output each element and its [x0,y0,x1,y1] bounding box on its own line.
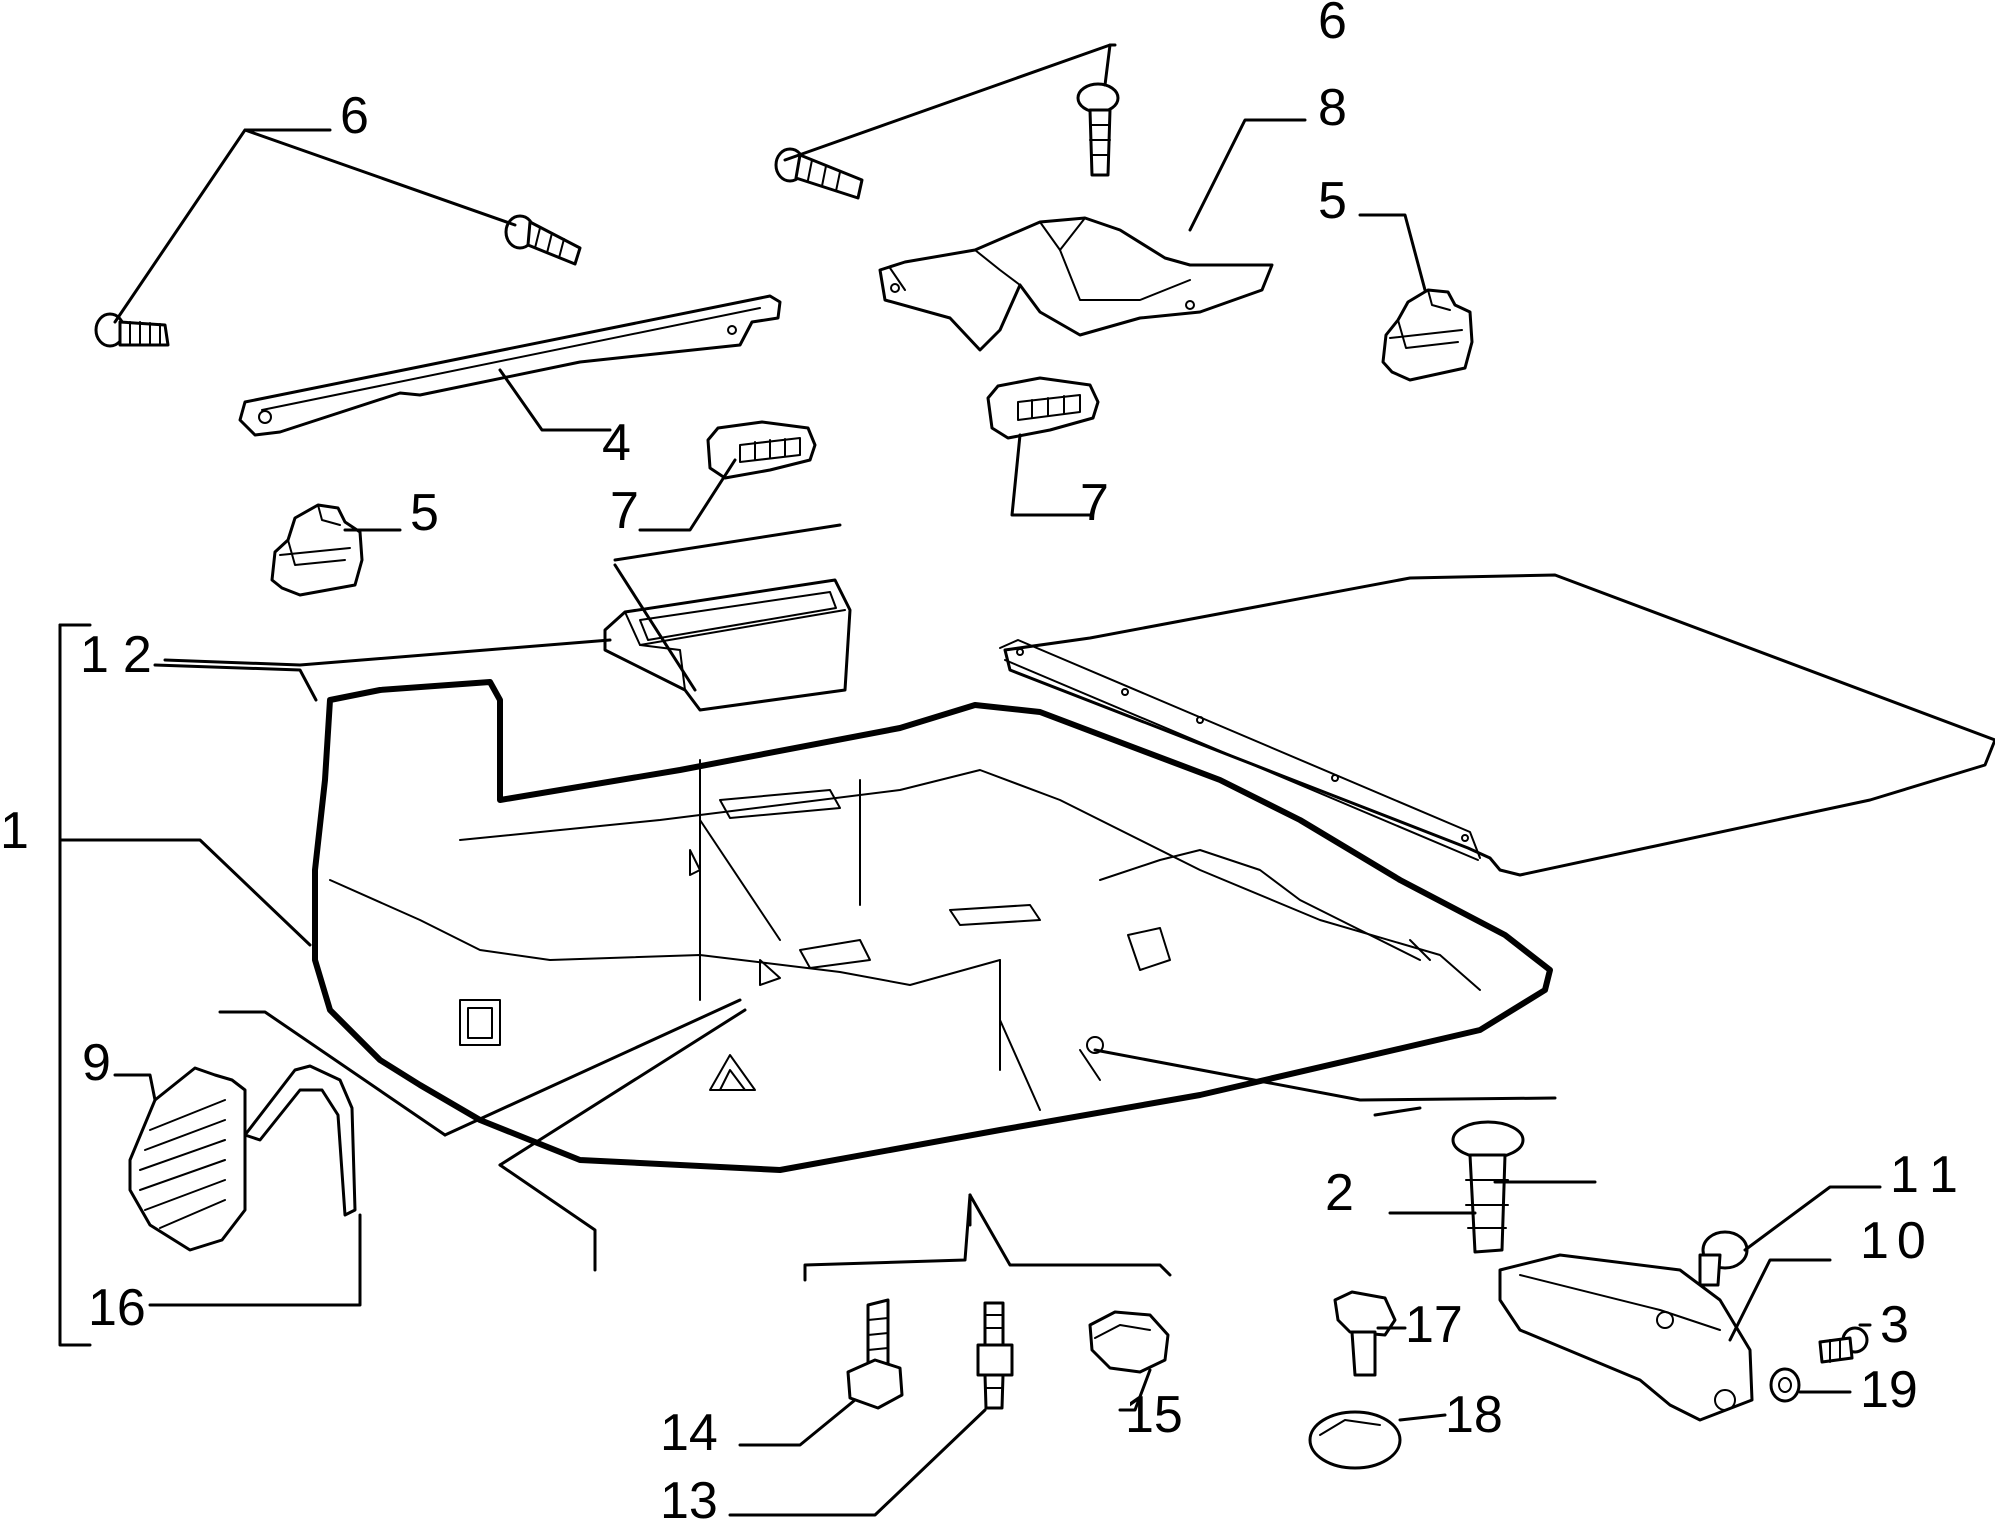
part-16-seal-strip [243,1064,357,1217]
part-5-clip-right [1381,288,1474,382]
part-8-trim-piece [878,216,1274,352]
part-19-washer [1769,1367,1801,1403]
part-9-vent-grille [128,1066,247,1252]
callout-12: 12 [80,626,166,684]
part-6-screw-3 [774,147,864,200]
callout-10: 10 [1860,1212,1934,1270]
part-15-plug-cap [1088,1310,1170,1374]
callout-14: 14 [660,1404,718,1462]
part-6-screw-1 [94,312,170,348]
callout-18: 18 [1445,1386,1503,1444]
callout-13: 13 [660,1472,718,1523]
part-2-push-pin [1451,1120,1525,1254]
callout-5-right: 5 [1318,172,1347,230]
callout-17: 17 [1405,1296,1463,1354]
callout-6-top: 6 [1318,0,1347,50]
callout-7-right: 7 [1080,474,1109,532]
callout-4: 4 [602,414,631,472]
callout-11: 11 [1890,1146,1972,1204]
callout-1: 1 [0,802,29,860]
part-7-plug-left [706,420,817,480]
part-7-plug-right [986,376,1100,440]
callout-6-left: 6 [340,87,369,145]
part-3-screw [1818,1326,1869,1364]
part-11-grommet [1698,1230,1749,1287]
callout-2: 2 [1325,1164,1354,1222]
callout-3: 3 [1880,1296,1909,1354]
callout-16: 16 [88,1279,146,1337]
cargo-cover-panel [999,573,1995,877]
callout-15: 15 [1125,1386,1183,1444]
part-17-clip [1333,1290,1397,1377]
part-6-screw-4 [1076,82,1120,177]
part-12-storage-tray [603,578,852,712]
part-5-clip-left [270,503,364,597]
part-6-screw-2 [504,214,582,266]
callout-8: 8 [1318,79,1347,137]
callout-5-left: 5 [410,484,439,542]
part-18-cap [1308,1410,1402,1470]
trunk-tray [312,679,1553,1173]
leader-lines [58,43,1882,1517]
part-13-stud [976,1301,1014,1410]
part-14-bolt [846,1298,904,1410]
callout-9: 9 [82,1034,111,1092]
part-4-rail [238,294,782,437]
callout-7-left: 7 [610,482,639,540]
callout-19: 19 [1860,1361,1918,1419]
part-10-bracket [1498,1253,1754,1422]
